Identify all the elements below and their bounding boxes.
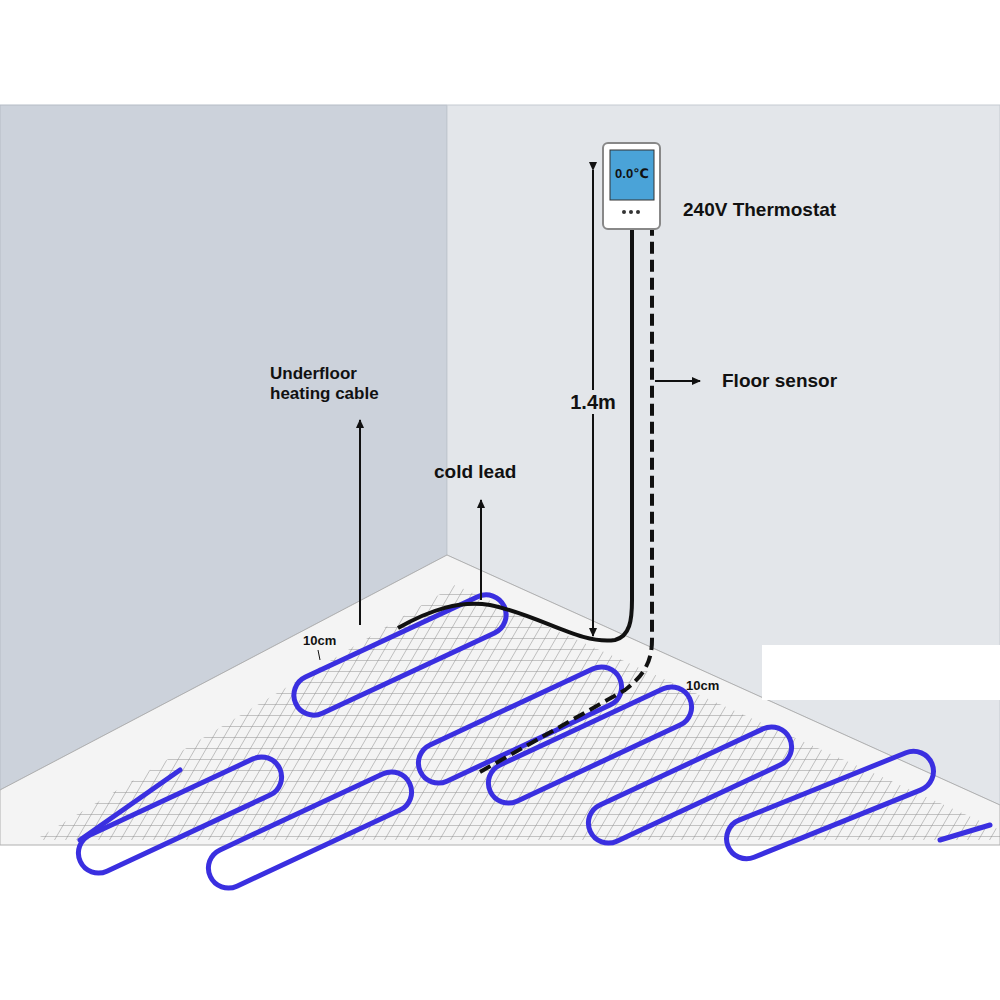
- button: [636, 210, 640, 214]
- dimension-label: 10cm: [303, 633, 336, 649]
- floor-sensor-wire: [480, 228, 652, 772]
- button: [622, 210, 626, 214]
- thermostat: [603, 143, 660, 229]
- white-patch: [762, 645, 1000, 700]
- background: [0, 105, 1000, 845]
- display-readout: 0.0℃: [615, 166, 649, 182]
- thermostat-label: 240V Thermostat: [683, 199, 836, 222]
- cold-lead: [398, 228, 632, 641]
- thermostat-screen: [610, 150, 654, 200]
- leader-arrow: [655, 380, 700, 382]
- sensor-label: Floor sensor: [722, 370, 837, 393]
- part-label: Underfloor heating cable: [270, 364, 390, 405]
- dimension-label: 1.4m: [568, 390, 618, 414]
- leader-arrow: [480, 500, 482, 600]
- floor: [0, 555, 1000, 845]
- leader-arrow: [359, 420, 361, 625]
- part-label: cold lead: [434, 461, 516, 484]
- button: [629, 210, 633, 214]
- dimension-label: 10cm: [686, 678, 719, 694]
- leader-tick: [318, 650, 320, 660]
- floor-mesh: [35, 585, 1000, 840]
